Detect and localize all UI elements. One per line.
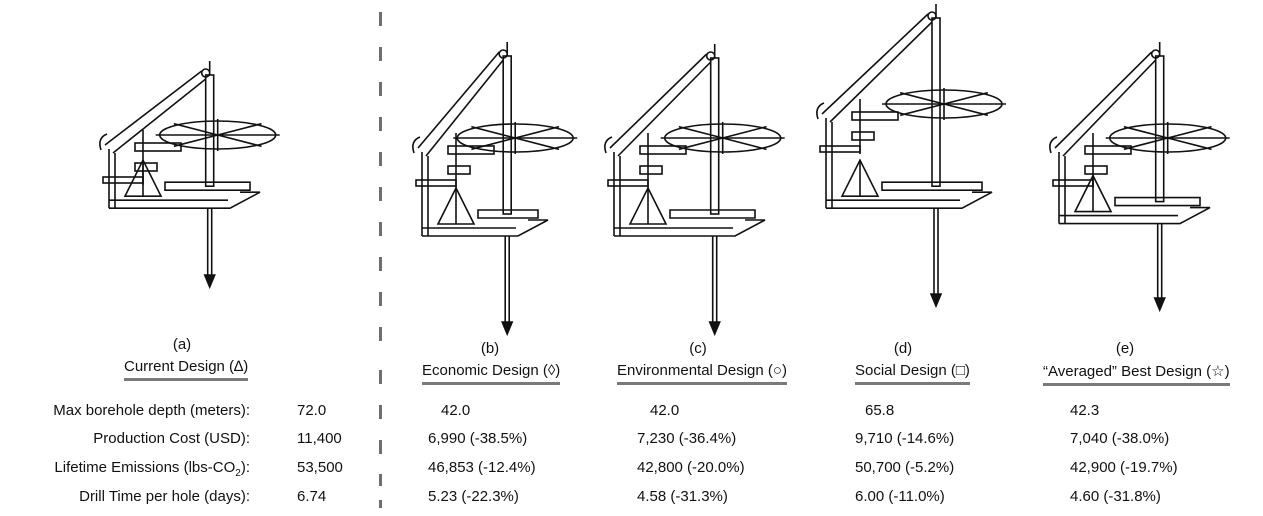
design-b-name: Economic Design (◊) — [422, 362, 561, 385]
value-emissions-e: 42,900 (-19.7%) — [1070, 459, 1178, 476]
design-a-letter: (a) — [172, 336, 192, 353]
value-emissions-d: 50,700 (-5.2%) — [855, 459, 955, 476]
value-cost-a: 11,400 — [297, 430, 342, 447]
row-label-emissions: Lifetime Emissions (lbs-CO2): — [54, 459, 250, 479]
rig-drawing-c — [604, 44, 785, 337]
value-cost-c: 7,230 (-36.4%) — [637, 430, 737, 447]
value-depth-b: 42.0 — [441, 402, 471, 419]
value-cost-b: 6,990 (-38.5%) — [428, 430, 528, 447]
value-emissions-c: 42,800 (-20.0%) — [637, 459, 745, 476]
value-drill-time-c: 4.58 (-31.3%) — [637, 488, 728, 505]
value-depth-c: 42.0 — [650, 402, 680, 419]
design-c-letter: (c) — [689, 340, 707, 357]
value-depth-e: 42.3 — [1070, 402, 1100, 419]
value-depth-d: 65.8 — [865, 402, 895, 419]
design-a-name: Current Design (∆) — [124, 358, 249, 381]
value-cost-d: 9,710 (-14.6%) — [855, 430, 955, 447]
value-drill-time-a: 6.74 — [297, 488, 327, 505]
design-d-letter: (d) — [893, 340, 913, 357]
row-label-depth: Max borehole depth (meters): — [53, 402, 250, 419]
rig-drawing-b — [412, 42, 578, 337]
design-d-name: Social Design (□) — [855, 362, 970, 385]
row-label-cost: Production Cost (USD): — [93, 430, 250, 447]
value-drill-time-e: 4.60 (-31.8%) — [1070, 488, 1161, 505]
rig-drawing-a — [99, 61, 280, 290]
rig-drawing-d — [816, 4, 1006, 309]
design-e-name: “Averaged” Best Design (☆) — [1043, 362, 1230, 386]
design-e-letter: (e) — [1115, 340, 1135, 357]
design-c-name: Environmental Design (○) — [617, 362, 787, 385]
value-cost-e: 7,040 (-38.0%) — [1070, 430, 1170, 447]
row-label-drill-time: Drill Time per hole (days): — [79, 488, 250, 505]
value-depth-a: 72.0 — [297, 402, 327, 419]
value-drill-time-b: 5.23 (-22.3%) — [428, 488, 519, 505]
rig-drawing-e — [1049, 42, 1230, 313]
value-drill-time-d: 6.00 (-11.0%) — [855, 488, 945, 505]
design-b-letter: (b) — [480, 340, 500, 357]
value-emissions-b: 46,853 (-12.4%) — [428, 459, 536, 476]
value-emissions-a: 53,500 — [297, 459, 343, 476]
